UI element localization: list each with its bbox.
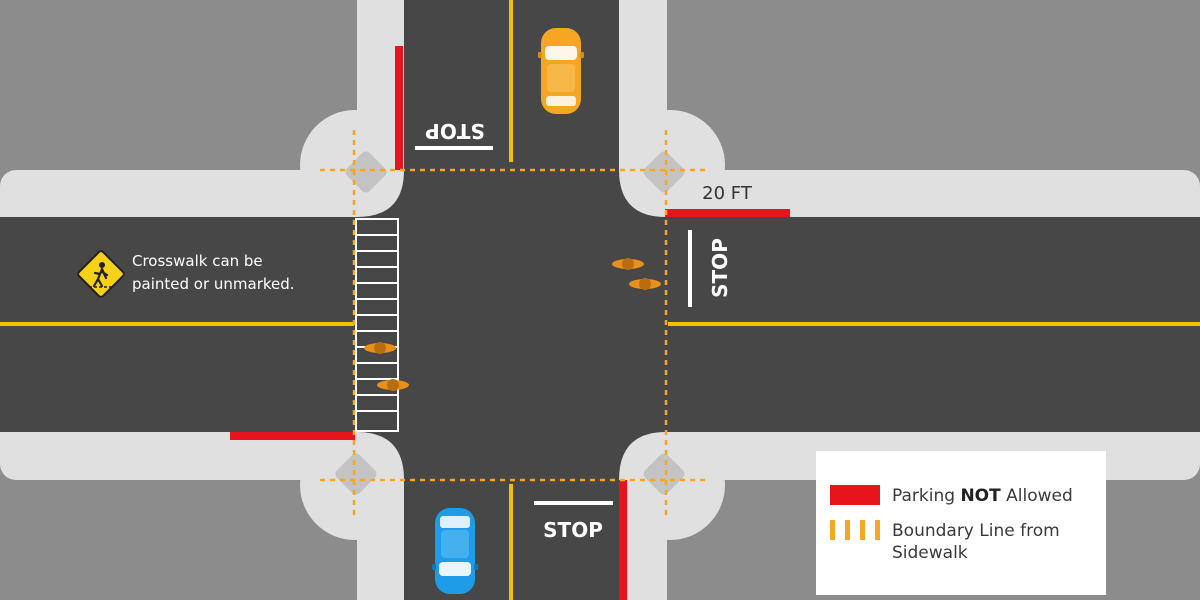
stop-lines [415,146,692,505]
distance-label: 20 FT [702,183,753,204]
crosswalk-note: Crosswalk can be painted or unmarked. [132,250,352,296]
pedestrian-icon [612,258,644,270]
pedestrian-crossing-sign-icon [77,250,125,298]
no-parking-markers [230,46,790,600]
intersection-center-h [345,217,680,432]
boundary-swatch [830,520,880,540]
no-parking-swatch [830,485,880,505]
crosswalk-note-line1: Crosswalk can be [132,252,263,270]
crosswalk [355,218,399,432]
crosswalk-note-line2: painted or unmarked. [132,275,295,293]
pedestrian-icon [377,379,409,391]
stop-text-bottom: STOP [543,518,603,542]
curb-ramps [335,151,685,495]
pedestrian-icon [629,278,661,290]
blue-car-icon [432,508,478,594]
orange-car-icon [538,28,584,114]
stop-text-top: STOP [425,119,485,143]
pedestrian-icon [364,342,396,354]
legend-no-parking-label: Parking NOT Allowed [892,486,1073,506]
stop-text-right: STOP [708,238,732,298]
boundary-lines [320,130,705,520]
legend-item-no-parking: Parking NOT Allowed [830,485,1106,507]
